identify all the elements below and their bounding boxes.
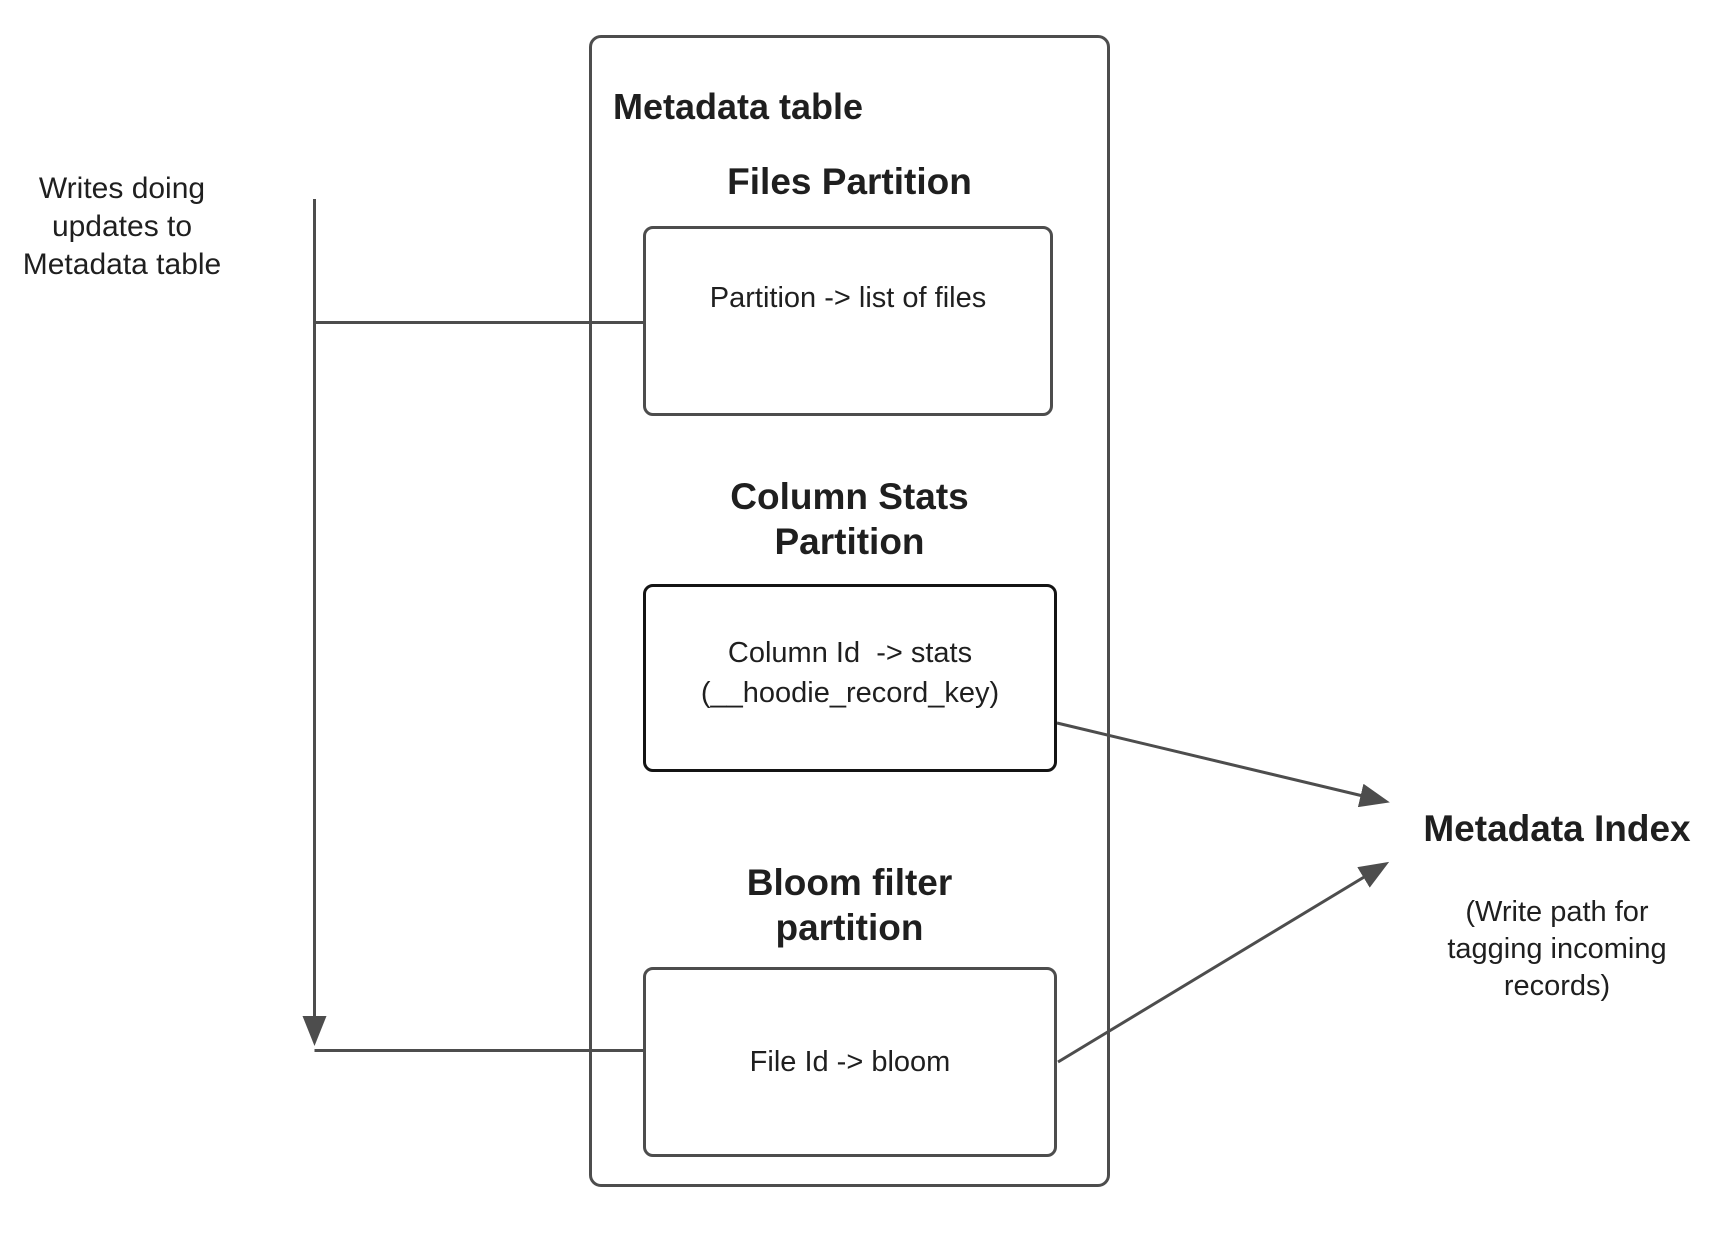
column-stats-line2: (__hoodie_record_key): [700, 677, 1000, 709]
metadata-table-title: Metadata table: [613, 86, 864, 127]
files-partition-body: Partition -> list of files: [709, 282, 987, 314]
metadata-table-box: [589, 35, 1110, 1187]
column-stats-box: Column Id -> stats (__hoodie_record_key): [643, 584, 1057, 772]
files-partition-heading: Files Partition: [727, 161, 972, 202]
bloom-filter-box: File Id -> bloom: [643, 967, 1057, 1157]
writes-note-label: Writes doing updates to Metadata table: [22, 172, 222, 281]
bloom-filter-partition-heading: Bloom filter partition: [746, 862, 953, 948]
metadata-index-subtitle: (Write path for tagging incoming records…: [1447, 896, 1667, 1002]
files-partition-box: Partition -> list of files: [643, 226, 1053, 416]
metadata-index-title: Metadata Index: [1423, 808, 1691, 849]
bloom-filter-body: File Id -> bloom: [749, 1046, 951, 1078]
column-stats-partition-heading: Column Stats Partition: [730, 476, 969, 562]
column-stats-line1: Column Id -> stats: [727, 637, 973, 669]
